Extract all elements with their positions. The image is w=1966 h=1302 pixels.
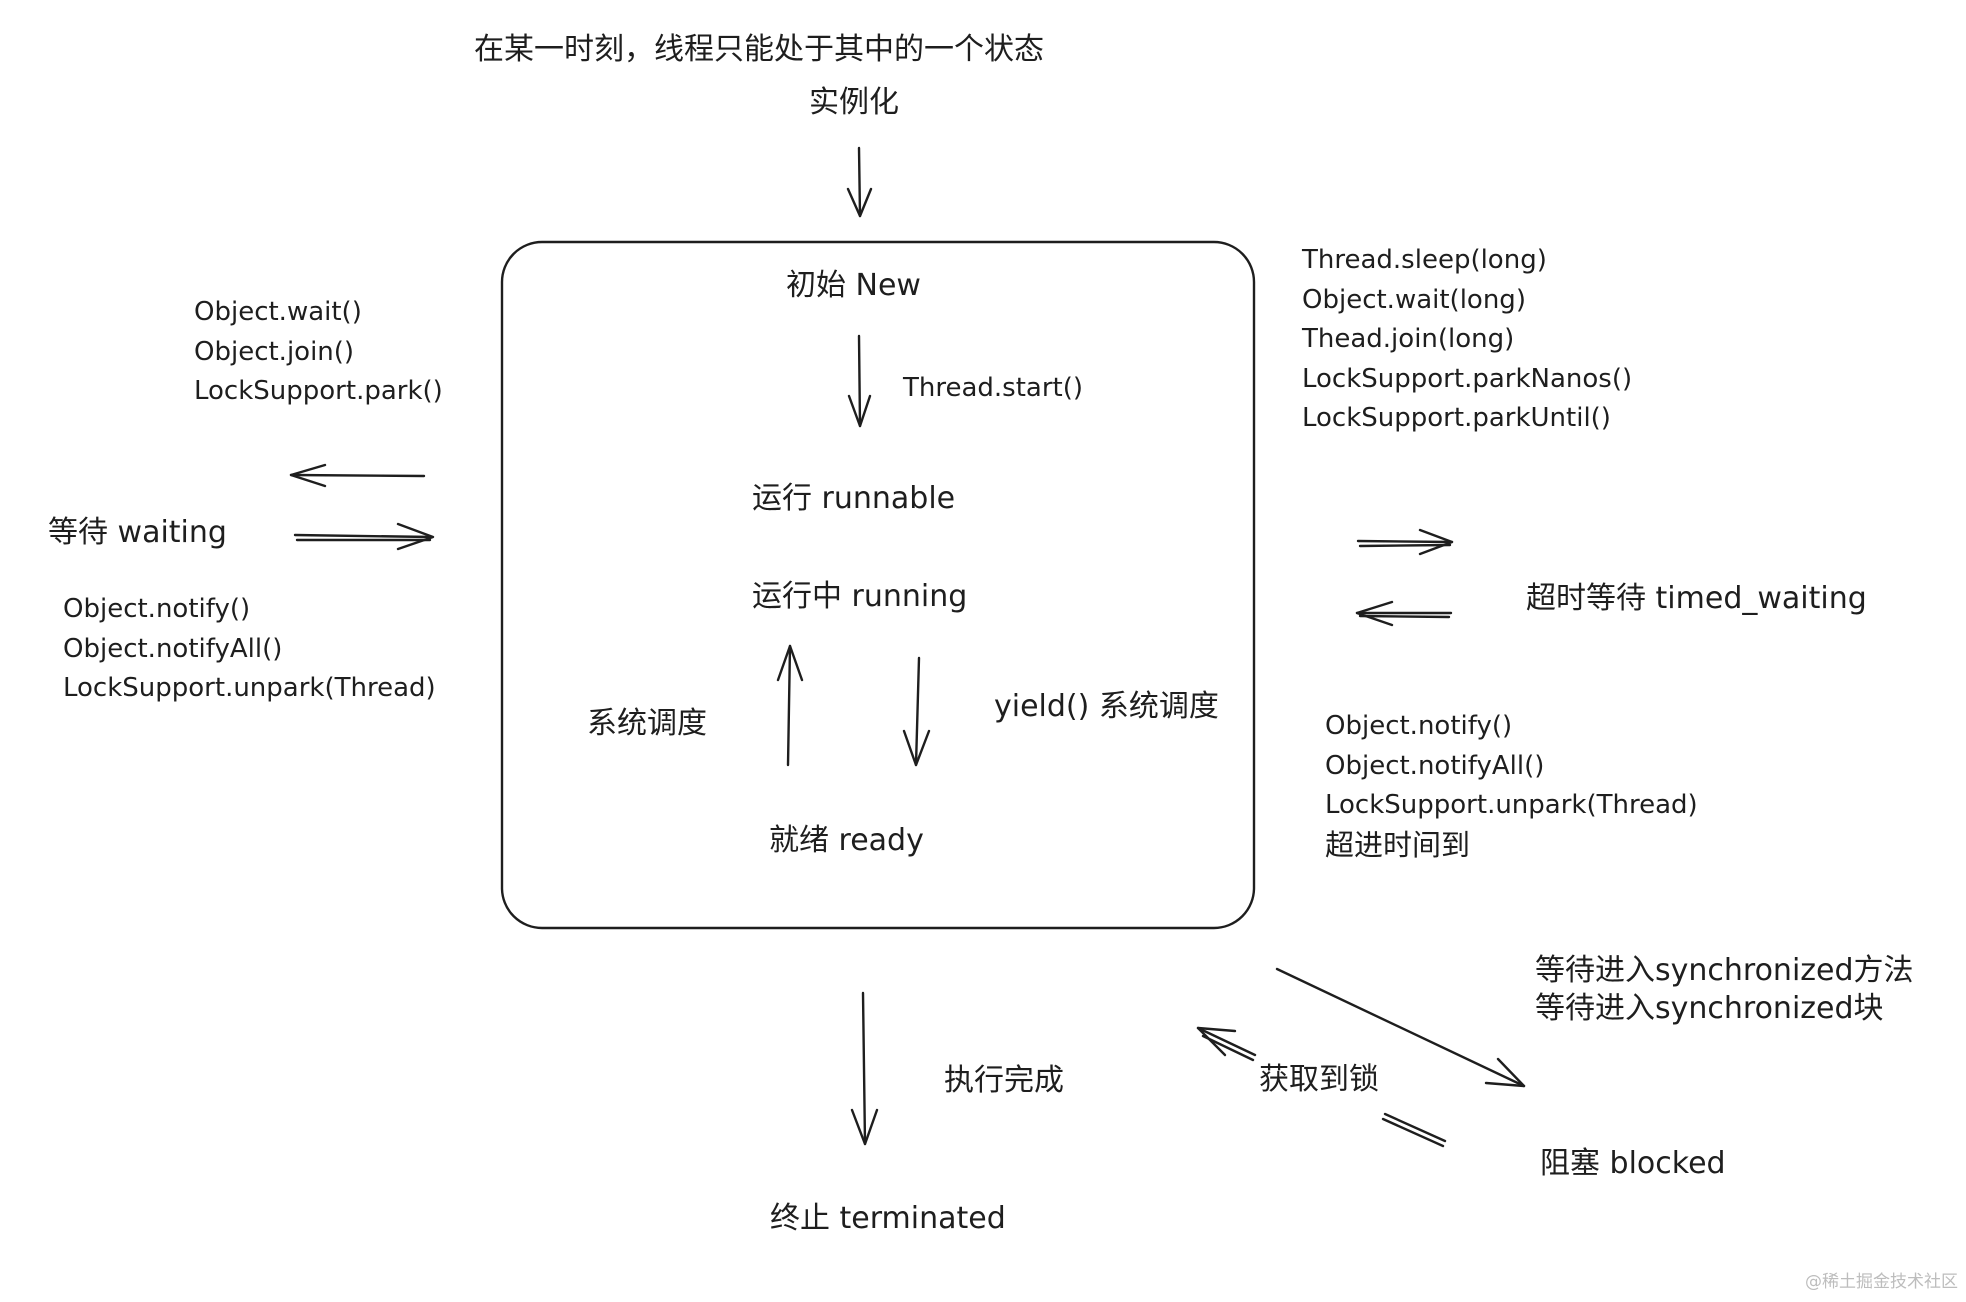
arrow-shaft	[786, 644, 792, 767]
instantiate-label: 实例化	[809, 85, 899, 120]
arrow-shaft	[1383, 1112, 1447, 1143]
from-waiting-methods: Object.notify() Object.notifyAll() LockS…	[63, 590, 436, 709]
arrow-shaft-sketch	[1358, 543, 1452, 548]
arrow-timed-waiting-to-runnable	[1355, 600, 1453, 627]
arrow-shaft	[857, 334, 862, 428]
method-label: Thread.sleep(long)	[1302, 245, 1547, 275]
arrow-head	[396, 522, 435, 551]
to-timed-waiting-methods: Thread.sleep(long) Object.wait(long) The…	[1302, 241, 1632, 439]
arrow-head	[776, 644, 804, 682]
arrow-head	[289, 463, 327, 488]
state-running: 运行中 running	[752, 579, 968, 614]
state-terminated: 终止 terminated	[770, 1201, 1006, 1236]
arrow-head	[1418, 528, 1454, 556]
arrow-shaft	[1196, 1026, 1257, 1057]
runtime-state-box	[500, 240, 1256, 930]
method-label: Object.wait(long)	[1302, 284, 1526, 315]
arrow-shaft	[914, 656, 921, 767]
arrow-shaft	[289, 473, 426, 478]
diagram-title: 在某一时刻，线程只能处于其中的一个状态	[474, 32, 1044, 67]
arrow-head	[1484, 1057, 1526, 1088]
arrow-instantiate-to-new	[846, 146, 873, 218]
state-new: 初始 New	[786, 268, 921, 303]
method-label: Object.wait()	[194, 297, 362, 327]
arrow-shaft	[857, 146, 862, 218]
state-ready: 就绪 ready	[769, 823, 924, 858]
to-blocked-label-block: 等待进入synchronized块	[1535, 991, 1884, 1026]
to-blocked-label-method: 等待进入synchronized方法	[1535, 953, 1914, 988]
arrow-head	[1196, 1026, 1237, 1057]
arrow-to-terminated	[850, 991, 879, 1146]
method-label: Object.notify()	[63, 594, 251, 624]
arrow-head	[847, 394, 872, 428]
method-label: Object.join()	[194, 336, 355, 367]
method-label: Object.notifyAll()	[63, 633, 283, 664]
transition-start-label: Thread.start()	[903, 369, 1083, 409]
arrow-head	[850, 1108, 879, 1146]
arrow-shaft-sketch	[1358, 614, 1451, 619]
arrow-to-blocked	[1275, 967, 1526, 1088]
method-label: LockSupport.parkUntil()	[1302, 403, 1611, 433]
arrow-head	[902, 729, 931, 767]
arrow-shaft	[1275, 967, 1526, 1088]
state-timed-waiting: 超时等待 timed_waiting	[1526, 581, 1867, 616]
state-waiting: 等待 waiting	[48, 515, 227, 550]
transition-ready-to-running-label: 系统调度	[587, 706, 707, 741]
arrow-blocked-to-runnable	[1196, 1026, 1447, 1148]
watermark: @稀土掘金技术社区	[1805, 1272, 1958, 1292]
arrow-runnable-to-waiting	[289, 463, 426, 488]
method-label: LockSupport.parkNanos()	[1302, 363, 1633, 394]
arrow-head	[846, 187, 873, 218]
method-label: LockSupport.unpark(Thread)	[63, 673, 436, 703]
state-runnable: 运行 runnable	[752, 481, 956, 516]
arrow-shaft	[861, 991, 867, 1146]
arrow-runnable-to-timed-waiting	[1356, 528, 1454, 556]
arrow-shaft	[293, 533, 434, 539]
arrow-new-to-runnable	[847, 334, 872, 428]
method-label: Object.notifyAll()	[1325, 750, 1545, 781]
transition-to-terminated-label: 执行完成	[944, 1063, 1064, 1098]
state-blocked: 阻塞 blocked	[1540, 1146, 1726, 1181]
arrow-shaft-sketch	[1381, 1117, 1445, 1148]
arrow-ready-to-running	[776, 644, 804, 767]
method-label: Object.notify()	[1325, 711, 1513, 741]
arrow-head	[1355, 600, 1394, 627]
transition-running-to-ready-label: yield() 系统调度	[994, 689, 1219, 724]
method-label: LockSupport.unpark(Thread)	[1325, 790, 1698, 820]
transition-from-blocked-label: 获取到锁	[1259, 1062, 1379, 1097]
timeout-label: 超进时间到	[1325, 827, 1471, 862]
transition-start-text: Thread.start()	[903, 373, 1084, 403]
arrow-waiting-to-runnable	[293, 522, 435, 551]
to-waiting-methods: Object.wait() Object.join() LockSupport.…	[194, 293, 443, 412]
from-timed-waiting-methods: Object.notify() Object.notifyAll() LockS…	[1325, 707, 1698, 865]
method-label: Thead.join(long)	[1302, 324, 1515, 354]
arrow-shaft	[1356, 539, 1454, 544]
method-label: LockSupport.park()	[194, 376, 443, 406]
arrow-running-to-ready	[902, 656, 931, 767]
